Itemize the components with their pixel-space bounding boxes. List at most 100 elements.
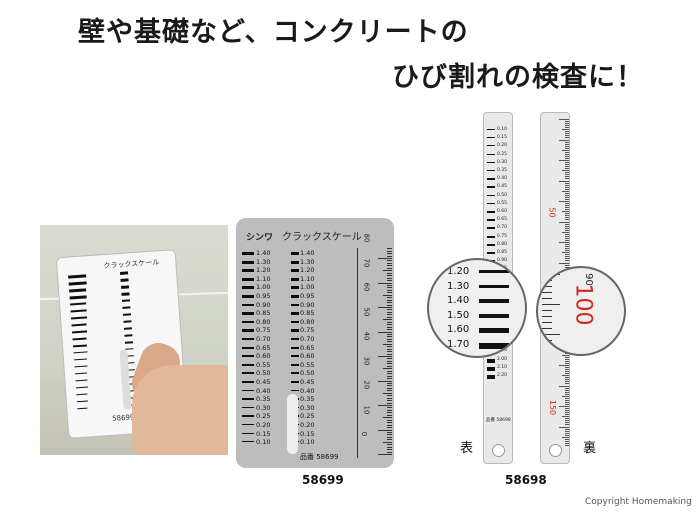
strip-width-bar [487, 145, 495, 147]
strip-back-red-150: 150 [548, 399, 558, 416]
strip-back-tick [565, 360, 569, 362]
card-width-label: 0.90 [300, 300, 315, 309]
card-width-bar [291, 363, 299, 366]
card-width-bar [242, 381, 254, 383]
card-width-label: 1.20 [256, 266, 271, 275]
card-width-bar [242, 372, 254, 375]
photo-card-bar [73, 358, 88, 361]
card-width-label: 0.25 [256, 412, 271, 421]
strip-width-label: 0.60 [497, 209, 508, 214]
strip-back-tick [565, 209, 569, 211]
magnified-back-tick [542, 292, 552, 293]
ruler-tick [387, 397, 392, 399]
ruler-tick [387, 336, 392, 338]
strip-back-tick [565, 358, 569, 360]
strip-back-tick [565, 151, 569, 153]
photo-card-bar [71, 316, 87, 320]
photo-card-bar [76, 393, 88, 396]
ruler-tick [387, 272, 392, 274]
strip-back-tick [565, 428, 569, 430]
card-width-bar [291, 312, 299, 315]
strip-back-tick [559, 365, 569, 366]
ruler-tick [378, 356, 392, 357]
ruler-tick [378, 331, 392, 333]
photo-card-bar [69, 288, 87, 293]
strip-back-tick [559, 201, 569, 202]
card-width-label: 0.30 [300, 403, 315, 412]
photo-card-bar [76, 400, 88, 403]
photo-card-bar [72, 344, 88, 347]
strip-back-tick [565, 369, 569, 371]
ruler-line [357, 248, 358, 458]
ruler-tick [387, 267, 392, 269]
ruler-tick [387, 365, 392, 367]
strip-back-tick [565, 239, 569, 241]
strip-width-bar [487, 170, 495, 172]
strip-back-tick [565, 145, 569, 147]
ruler-tick [387, 297, 392, 299]
card-width-bar [242, 320, 254, 324]
hand [132, 365, 228, 455]
strip-back-tick [565, 254, 569, 256]
strip-back-tick [565, 432, 569, 434]
card-width-bar [242, 363, 254, 366]
card-width-label: 0.65 [256, 343, 271, 352]
strip-back-tick [565, 127, 569, 129]
ruler-tick [387, 262, 392, 264]
photo-card-bar [121, 299, 131, 303]
photo-card-bar [74, 372, 88, 375]
card-width-bar [242, 406, 254, 409]
card-width-label: 1.00 [256, 283, 271, 292]
strip-back-tick [559, 180, 569, 182]
ruler-tick [378, 380, 392, 382]
photo-card-bar [69, 295, 87, 300]
strip-back-tick [565, 246, 569, 248]
magnified-width-label: 1.70 [447, 338, 470, 350]
strip-width-bar [487, 227, 495, 230]
card-width-bar [291, 329, 299, 332]
ruler-tick [387, 304, 392, 306]
strip-back-tick [565, 215, 569, 217]
strip-width-label: 0.45 [497, 184, 508, 190]
ruler-tick [387, 407, 392, 409]
card-width-bar [242, 312, 254, 315]
card-width-bar [242, 441, 254, 443]
ruler-tick [387, 375, 392, 377]
card-width-bar [242, 303, 254, 307]
card-width-label: 0.90 [256, 300, 271, 309]
strip-back-tick [562, 375, 569, 377]
strip-back-tick [565, 235, 569, 237]
strip-back-tick [562, 129, 569, 131]
strip-back-tick [565, 381, 569, 383]
ruler-number: 40 [362, 331, 371, 341]
strip-back-tick [562, 170, 569, 172]
ruler-tick [378, 429, 392, 431]
strip-width-bar [487, 366, 495, 371]
strip-back-tick [565, 203, 569, 205]
strip-width-label: 0.50 [497, 192, 508, 198]
photo-card-bar [68, 281, 87, 286]
strip-back-tick [565, 379, 569, 381]
usage-photo: クラックスケール 58699 [40, 225, 228, 455]
strip-back-tick [565, 182, 569, 184]
card-width-label: 0.95 [300, 292, 315, 300]
ruler-tick [387, 324, 392, 326]
strip-back-tick [565, 442, 569, 444]
strip-width-bar [487, 358, 495, 363]
back-label: 裏 [583, 441, 597, 456]
card-width-label: 0.85 [300, 309, 315, 318]
photo-card-bar [74, 365, 88, 368]
card-width-label: 0.60 [300, 352, 315, 361]
card-width-bar [242, 295, 254, 298]
strip-back-tick [562, 231, 569, 233]
strip-back-tick [565, 155, 569, 157]
strip-back-tick [559, 426, 569, 428]
photo-card-bar [77, 407, 88, 410]
magnified-width-bar [479, 328, 509, 334]
magnified-width-bar [479, 299, 509, 304]
strip-back-tick [559, 160, 569, 161]
strip-back-tick [559, 119, 569, 120]
ruler-tick [387, 387, 392, 389]
caption-58699: 58699 [302, 473, 344, 487]
ruler-tick [387, 360, 392, 362]
